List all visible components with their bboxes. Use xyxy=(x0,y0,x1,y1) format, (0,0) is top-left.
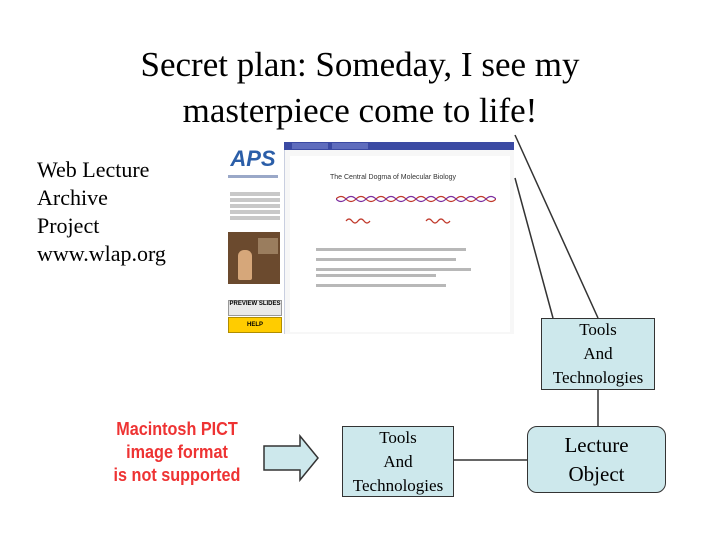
slide-title: Secret plan: Someday, I see my masterpie… xyxy=(60,42,660,134)
go-back-button xyxy=(292,143,328,149)
pict-unsupported-placeholder: Macintosh PICT image format is not suppo… xyxy=(111,418,242,487)
lecture-slide-content: The Central Dogma of Molecular Biology xyxy=(290,156,510,332)
box-line: Technologies xyxy=(352,475,444,495)
speaker-figure xyxy=(238,250,252,280)
slide-title-line-2: masterpiece come to life! xyxy=(182,91,538,130)
content-bullet xyxy=(316,268,471,271)
content-bullet xyxy=(316,248,466,251)
tools-technologies-box-top: Tools And Technologies xyxy=(541,318,655,390)
go-ahead-button xyxy=(332,143,368,149)
tools-technologies-box-middle: Tools And Technologies xyxy=(342,426,454,497)
lecture-nav-bar xyxy=(284,142,514,150)
box-line: Technologies xyxy=(552,368,644,387)
aps-logo-subtitle xyxy=(228,175,278,178)
dna-strand-graphic xyxy=(336,195,496,203)
lecture-slide-title: The Central Dogma of Molecular Biology xyxy=(330,174,457,181)
aps-logo: APS xyxy=(230,146,276,171)
box-line: And xyxy=(583,344,613,363)
box-line: Tools xyxy=(579,320,617,339)
pict-line-3: is not supported xyxy=(113,465,241,485)
content-bullet xyxy=(316,258,456,261)
box-line: Object xyxy=(568,461,625,486)
pict-line-2: image format xyxy=(126,442,228,462)
callout-line-left xyxy=(514,177,554,319)
box-line: Tools xyxy=(379,427,417,447)
preview-slides-button: PREVIEW SLIDES xyxy=(228,300,282,316)
web-lecture-screenshot: APS PREVIEW SLIDES HELP The Central Dogm… xyxy=(222,142,514,334)
box-line: And xyxy=(383,451,413,471)
wlap-label-line-1: Web Lecture xyxy=(37,157,150,182)
callout-line-right xyxy=(514,134,599,319)
lecture-sidebar: APS PREVIEW SLIDES HELP xyxy=(222,142,285,334)
rna-strand-graphic xyxy=(345,218,451,224)
talk-info xyxy=(230,192,280,222)
lecture-object-box: Lecture Object xyxy=(527,426,666,493)
wlap-label-line-3: Project xyxy=(37,213,100,238)
content-bullet xyxy=(316,274,436,277)
help-button: HELP xyxy=(228,317,282,333)
wlap-label: Web Lecture Archive Project www.wlap.org xyxy=(37,156,166,268)
box-line: Lecture xyxy=(564,432,629,457)
video-screen xyxy=(258,238,278,254)
right-arrow-icon xyxy=(263,433,319,483)
wlap-label-line-4: www.wlap.org xyxy=(37,241,166,266)
pict-line-1: Macintosh PICT xyxy=(116,419,238,439)
lecture-video xyxy=(228,232,280,284)
wlap-label-line-2: Archive xyxy=(37,185,108,210)
content-bullet xyxy=(316,284,446,287)
slide-title-line-1: Secret plan: Someday, I see my xyxy=(140,45,580,84)
